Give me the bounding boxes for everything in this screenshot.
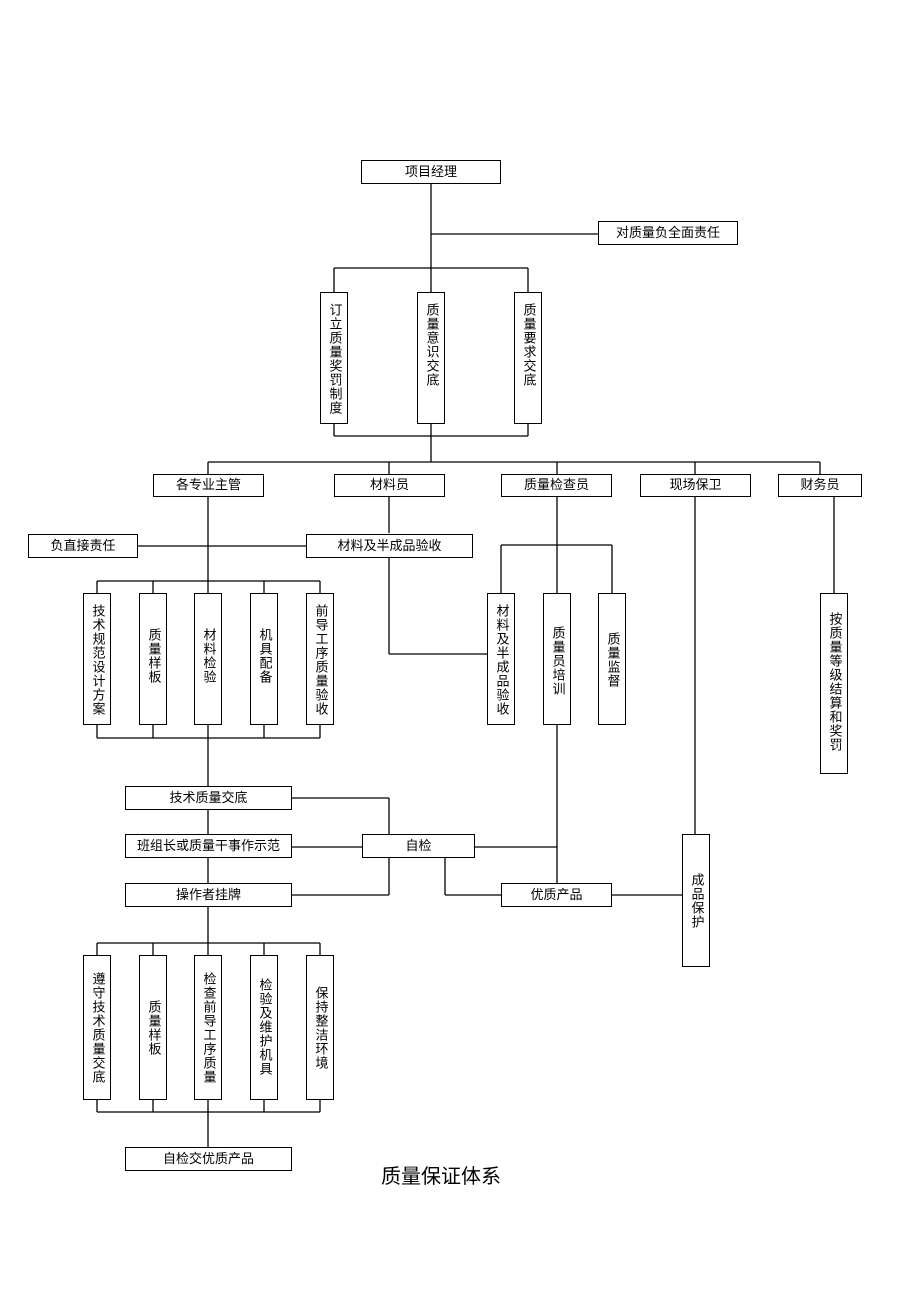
node-quality-sample-label: 质量样板 [145, 628, 161, 684]
node-materials-officer: 材料员 [334, 474, 445, 497]
node-grade-settlement-label: 按质量等级结算和奖罚 [826, 612, 842, 752]
node-quality-supervision: 质量监督 [598, 593, 626, 725]
node-check-prev-quality-label: 检查前导工序质量 [200, 972, 216, 1084]
node-quality-sample-2-label: 质量样板 [145, 1000, 161, 1056]
node-product-protection-label: 成品保护 [688, 872, 704, 929]
node-quality-inspector: 质量检查员 [501, 474, 612, 497]
node-machinery: 机具配备 [250, 593, 278, 725]
node-self-inspection: 自检 [362, 834, 475, 858]
node-rewards-system: 订立质量奖罚制度 [320, 292, 348, 424]
node-requirements-briefing-label: 质量要求交底 [520, 303, 536, 387]
node-finance-officer: 财务员 [778, 474, 862, 497]
node-grade-settlement: 按质量等级结算和奖罚 [820, 593, 848, 774]
node-quality-supervision-label: 质量监督 [604, 632, 620, 688]
node-inspector-training: 质量员培训 [543, 593, 571, 725]
node-check-prev-quality: 检查前导工序质量 [194, 955, 222, 1100]
node-awareness-briefing: 质量意识交底 [417, 292, 445, 424]
node-follow-briefing-label: 遵守技术质量交底 [89, 972, 105, 1084]
node-tech-quality-briefing: 技术质量交底 [125, 786, 292, 810]
node-tech-spec-plan-label: 技术规范设计方案 [89, 604, 105, 716]
node-inspector-training-label: 质量员培训 [549, 626, 565, 696]
node-keep-clean: 保持整洁环境 [306, 955, 334, 1100]
node-maintain-machinery-label: 检验及维护机具 [256, 978, 272, 1076]
node-material-inspection-label: 材料检验 [200, 628, 216, 684]
node-prev-process-acceptance: 前导工序质量验收 [306, 593, 334, 725]
node-site-security: 现场保卫 [640, 474, 751, 497]
node-quality-sample-2: 质量样板 [139, 955, 167, 1100]
node-requirements-briefing: 质量要求交底 [514, 292, 542, 424]
node-materials-acceptance: 材料及半成品验收 [306, 534, 473, 558]
diagram-title: 质量保证体系 [381, 1164, 501, 1188]
node-rewards-system-label: 订立质量奖罚制度 [326, 303, 342, 415]
node-awareness-briefing-label: 质量意识交底 [423, 303, 439, 387]
node-follow-briefing: 遵守技术质量交底 [83, 955, 111, 1100]
node-materials-acceptance-vertical-label: 材料及半成品验收 [493, 604, 509, 716]
node-operator-tag: 操作者挂牌 [125, 883, 292, 907]
node-project-manager: 项目经理 [361, 160, 501, 184]
node-machinery-label: 机具配备 [256, 628, 272, 684]
node-supervisors: 各专业主管 [153, 474, 264, 497]
node-full-responsibility: 对质量负全面责任 [598, 221, 738, 245]
node-materials-acceptance-vertical: 材料及半成品验收 [487, 593, 515, 725]
node-team-leader-demo: 班组长或质量干事作示范 [125, 834, 292, 858]
node-keep-clean-label: 保持整洁环境 [312, 986, 328, 1070]
node-maintain-machinery: 检验及维护机具 [250, 955, 278, 1100]
node-quality-product: 优质产品 [501, 883, 612, 907]
node-quality-sample: 质量样板 [139, 593, 167, 725]
node-product-protection: 成品保护 [682, 834, 710, 967]
node-self-check-deliver: 自检交优质产品 [125, 1147, 292, 1171]
node-tech-spec-plan: 技术规范设计方案 [83, 593, 111, 725]
node-material-inspection: 材料检验 [194, 593, 222, 725]
node-prev-process-acceptance-label: 前导工序质量验收 [312, 604, 328, 716]
node-direct-responsibility: 负直接责任 [28, 534, 138, 558]
